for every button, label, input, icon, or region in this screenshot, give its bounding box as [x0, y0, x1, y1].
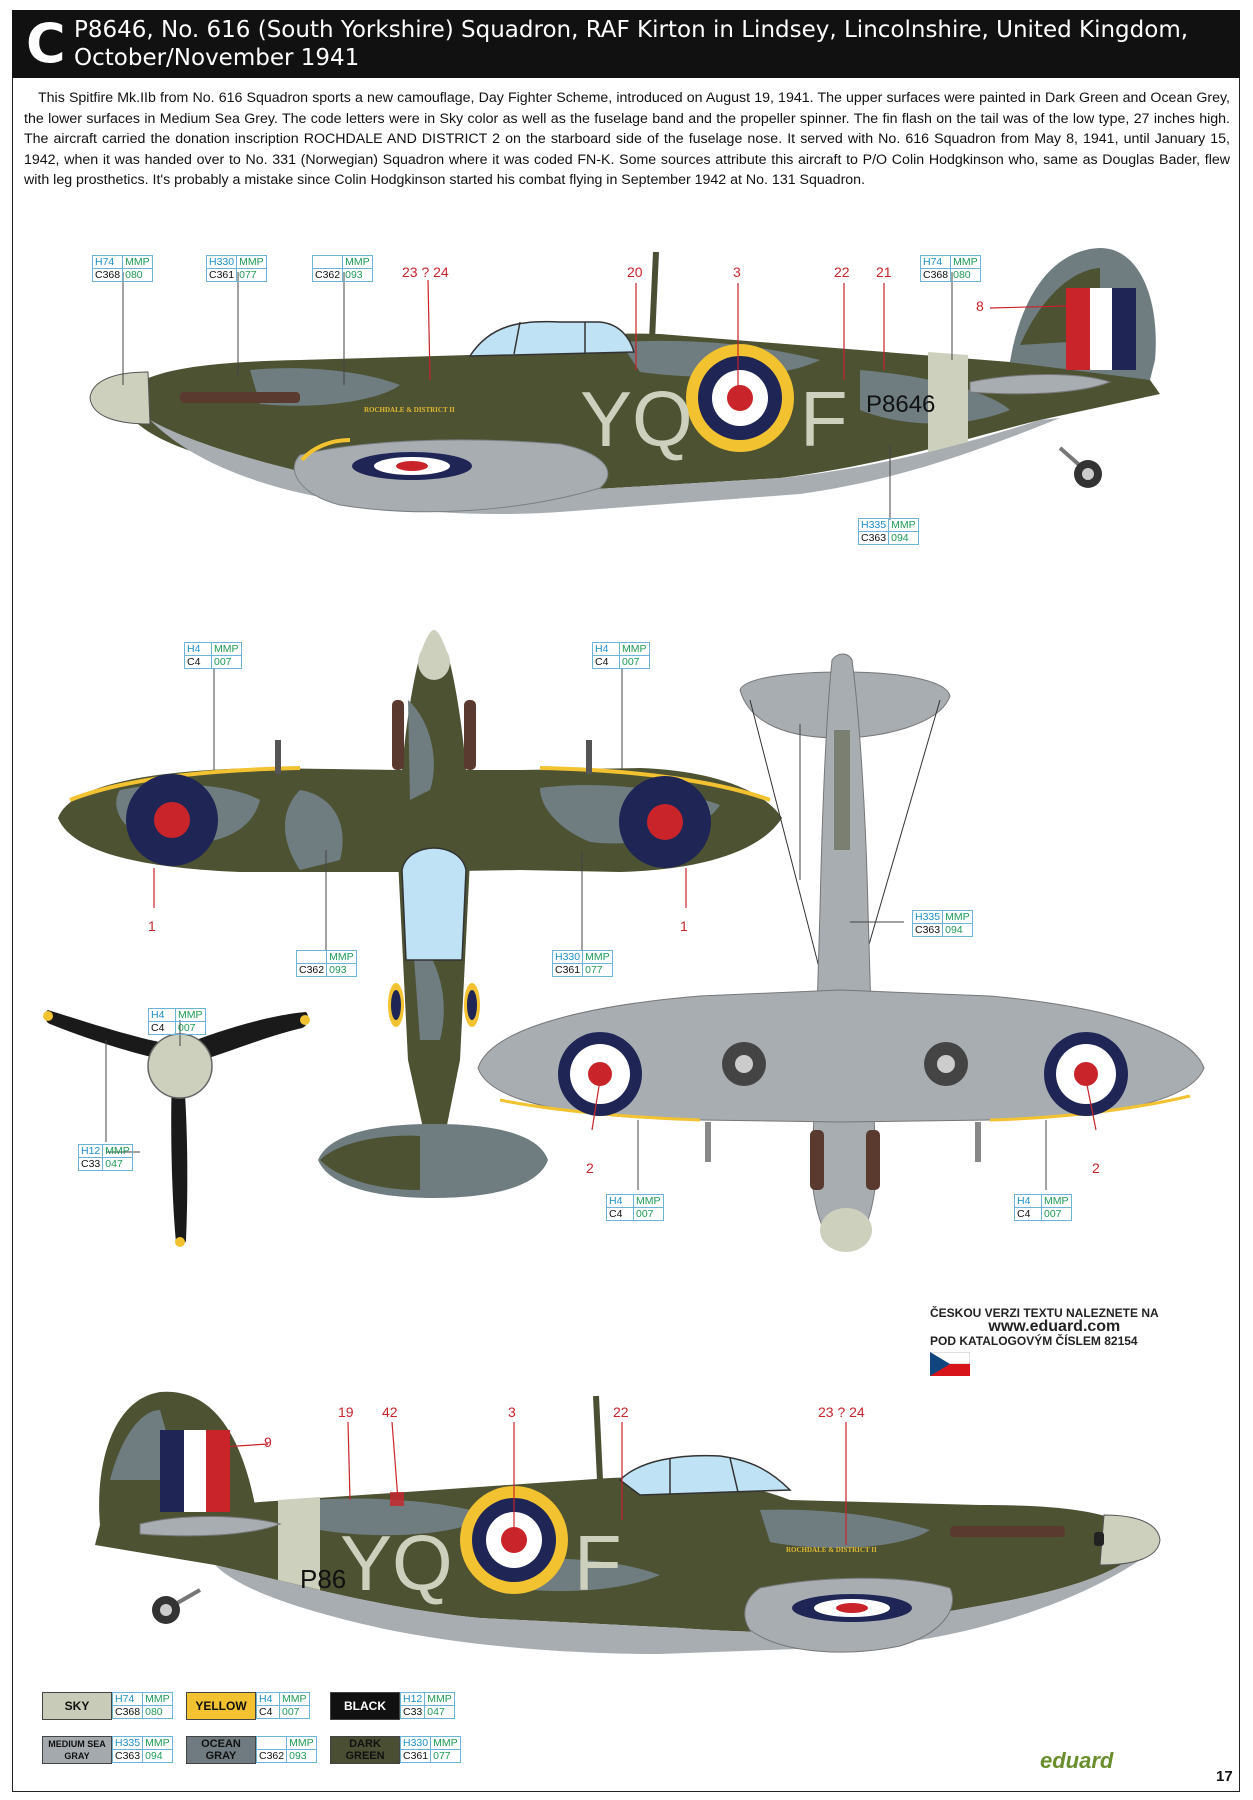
- callout-number: 2: [586, 1160, 594, 1176]
- plan-view-lower: [477, 653, 1205, 1252]
- eduard-url-link[interactable]: www.eduard.com: [988, 1318, 1121, 1335]
- callout-lines: [153, 279, 1097, 1545]
- description-text: This Spitfire Mk.IIb from No. 616 Squadr…: [24, 90, 1230, 188]
- propeller-view: [43, 1010, 310, 1247]
- callout-number: 3: [508, 1404, 516, 1420]
- side-profile-starboard: P86 YQ F ROCHDALE & DISTRICT II: [95, 1391, 1161, 1654]
- callout-number: 22: [613, 1404, 629, 1420]
- callout-number: 2: [1092, 1160, 1100, 1176]
- callout-number: 3: [733, 264, 741, 280]
- callout-number: 42: [382, 1404, 398, 1420]
- code-letters-left-starboard: YQ: [340, 1519, 453, 1607]
- callout-number: 23 ? 24: [818, 1404, 865, 1420]
- page-number: 17: [1216, 1768, 1233, 1785]
- callout-number: 8: [976, 298, 984, 314]
- callout-number: 22: [834, 264, 850, 280]
- callout-number: 9: [264, 1434, 272, 1450]
- callout-number: 1: [680, 918, 688, 934]
- czech-note-line1: ČESKOU VERZI TEXTU NALEZNETE NA: [930, 1306, 1159, 1320]
- callout-number: 19: [338, 1404, 354, 1420]
- page-title: P8646, No. 616 (South Yorkshire) Squadro…: [74, 17, 1189, 71]
- eduard-logo: eduard: [1040, 1748, 1114, 1773]
- czech-version-note: ČESKOU VERZI TEXTU NALEZNETE NA www.edua…: [929, 1306, 1159, 1376]
- code-letter-right: F: [800, 375, 848, 463]
- plan-view-upper: [58, 630, 782, 1198]
- code-letters-left: YQ: [580, 375, 693, 463]
- callout-number: 1: [148, 918, 156, 934]
- callout-number: 23 ? 24: [402, 264, 449, 280]
- header-bar: C P8646, No. 616 (South Yorkshire) Squad…: [12, 10, 1240, 78]
- serial-number: P8646: [866, 391, 935, 418]
- code-letter-right-starboard: F: [574, 1519, 622, 1607]
- serial-partial: P86: [300, 1564, 346, 1594]
- czech-flag-icon: [929, 1351, 971, 1376]
- callout-number: 20: [627, 264, 643, 280]
- side-profile-port: YQ F P8646 ROCHDALE & DISTRICT II: [89, 248, 1160, 515]
- profile-letter: C: [26, 12, 66, 75]
- donation-inscription: ROCHDALE & DISTRICT II: [364, 406, 455, 414]
- callout-number: 21: [876, 264, 892, 280]
- donation-inscription-starboard: ROCHDALE & DISTRICT II: [786, 1546, 877, 1554]
- czech-note-line2: POD KATALOGOVÝM ČÍSLEM 82154: [930, 1334, 1138, 1348]
